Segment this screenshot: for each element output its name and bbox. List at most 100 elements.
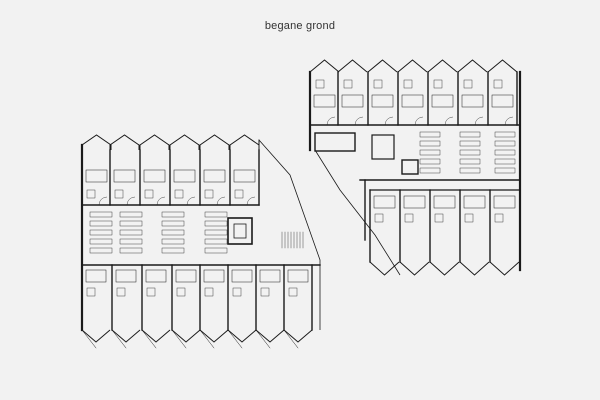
- bay-window: [229, 134, 260, 150]
- kitchen-unit: [260, 287, 270, 297]
- kitchen-unit: [232, 287, 242, 297]
- bathroom: [233, 169, 256, 183]
- bay-window: [457, 59, 488, 73]
- kitchen-unit: [494, 213, 504, 223]
- bay-window: [171, 329, 201, 343]
- bay-window: [199, 329, 229, 343]
- storage-rack: [119, 238, 143, 245]
- kitchen-unit: [493, 79, 503, 89]
- stair-core: [314, 132, 356, 152]
- bathroom: [313, 94, 336, 108]
- bathroom: [493, 195, 516, 209]
- bay-window: [227, 329, 257, 343]
- bay-window: [427, 59, 458, 73]
- bathroom: [85, 169, 108, 183]
- kitchen-unit: [288, 287, 298, 297]
- bay-window: [169, 134, 200, 150]
- bathroom: [143, 169, 166, 183]
- kitchen-unit: [116, 287, 126, 297]
- bathroom: [203, 169, 226, 183]
- door-swing: [444, 116, 454, 126]
- kitchen-unit: [146, 287, 156, 297]
- bay-window: [337, 59, 368, 73]
- storage-rack: [459, 140, 481, 147]
- storage-rack: [419, 158, 441, 165]
- balcony-line: [255, 329, 271, 349]
- storage-rack: [119, 220, 143, 227]
- door-swing: [186, 196, 196, 206]
- bathroom: [371, 94, 394, 108]
- storage-rack: [459, 149, 481, 156]
- storage-rack: [494, 140, 516, 147]
- kitchen-unit: [374, 213, 384, 223]
- door-swing: [354, 116, 364, 126]
- bay-window: [255, 329, 285, 343]
- door-swing: [414, 116, 424, 126]
- door-swing: [98, 196, 108, 206]
- bathroom: [231, 269, 253, 283]
- storage-rack: [161, 247, 185, 254]
- bay-window: [459, 261, 490, 276]
- kitchen-unit: [204, 287, 214, 297]
- bathroom: [431, 94, 454, 108]
- stair-core: [227, 217, 253, 245]
- kitchen-unit: [463, 79, 473, 89]
- elevator-shaft: [371, 134, 395, 160]
- kitchen-unit: [114, 189, 124, 199]
- storage-rack: [161, 229, 185, 236]
- balcony-line: [171, 329, 187, 349]
- storage-rack: [459, 158, 481, 165]
- bathroom: [433, 195, 456, 209]
- bay-window: [111, 329, 141, 343]
- bathroom: [173, 169, 196, 183]
- bay-window: [309, 59, 340, 73]
- door-swing: [126, 196, 136, 206]
- left-building: [80, 134, 321, 349]
- bay-window: [489, 261, 520, 276]
- door-swing: [504, 116, 514, 126]
- bathroom: [287, 269, 309, 283]
- right-building: [308, 59, 522, 276]
- kitchen-unit: [434, 213, 444, 223]
- bathroom: [203, 269, 225, 283]
- storage-rack: [119, 229, 143, 236]
- bay-window: [199, 134, 230, 150]
- kitchen-unit: [86, 287, 96, 297]
- storage-rack: [204, 238, 228, 245]
- bathroom: [403, 195, 426, 209]
- bathroom: [341, 94, 364, 108]
- door-swing: [474, 116, 484, 126]
- door-swing: [156, 196, 166, 206]
- kitchen-unit: [433, 79, 443, 89]
- bay-window: [429, 261, 460, 276]
- balcony-line: [111, 329, 127, 349]
- storage-rack: [161, 238, 185, 245]
- kitchen-unit: [464, 213, 474, 223]
- bathroom: [175, 269, 197, 283]
- balcony-line: [283, 329, 299, 349]
- kitchen-unit: [404, 213, 414, 223]
- storage-rack: [204, 211, 228, 218]
- bathroom: [115, 269, 137, 283]
- elevator-shaft: [233, 223, 247, 239]
- kitchen-unit: [403, 79, 413, 89]
- door-swing: [326, 116, 336, 126]
- facade-line: [314, 149, 401, 276]
- storage-rack: [161, 211, 185, 218]
- bathroom: [145, 269, 167, 283]
- bay-window: [369, 261, 400, 276]
- bathroom: [401, 94, 424, 108]
- storage-rack: [459, 131, 481, 138]
- storage-rack: [494, 158, 516, 165]
- storage-rack: [204, 247, 228, 254]
- bay-window: [81, 134, 112, 150]
- bay-window: [109, 134, 140, 150]
- door-swing: [246, 196, 256, 206]
- door-swing: [216, 196, 226, 206]
- storage-rack: [494, 167, 516, 174]
- bay-window: [139, 134, 170, 150]
- bathroom: [113, 169, 136, 183]
- bay-window: [399, 261, 430, 276]
- kitchen-unit: [343, 79, 353, 89]
- door-swing: [384, 116, 394, 126]
